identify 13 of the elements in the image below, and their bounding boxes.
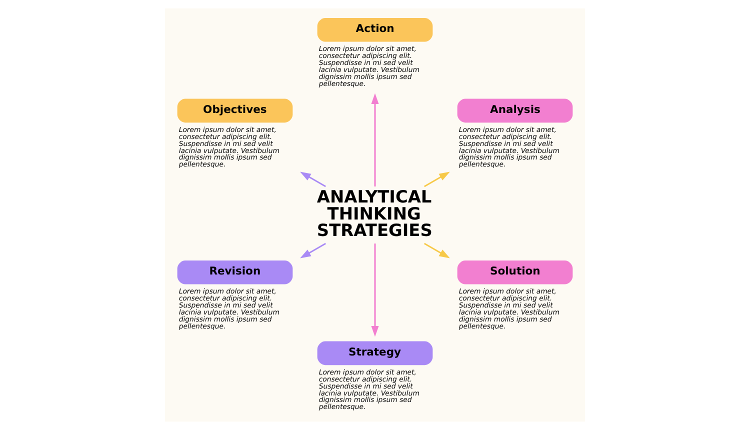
- node-box: Action: [317, 18, 433, 42]
- node-box: Solution: [457, 260, 573, 284]
- node-box: Strategy: [317, 341, 433, 366]
- arrow: [371, 93, 379, 186]
- node-box: Revision: [177, 260, 293, 284]
- arrow: [424, 172, 450, 188]
- arrow: [371, 244, 379, 337]
- arrow: [424, 242, 450, 258]
- node-box: Objectives: [177, 98, 293, 123]
- node-text: ANALYTICAL THINKING STRATEGIES: [316, 186, 432, 240]
- node-box: Analysis: [457, 98, 573, 123]
- arrow: [300, 172, 326, 188]
- arrow: [300, 242, 326, 258]
